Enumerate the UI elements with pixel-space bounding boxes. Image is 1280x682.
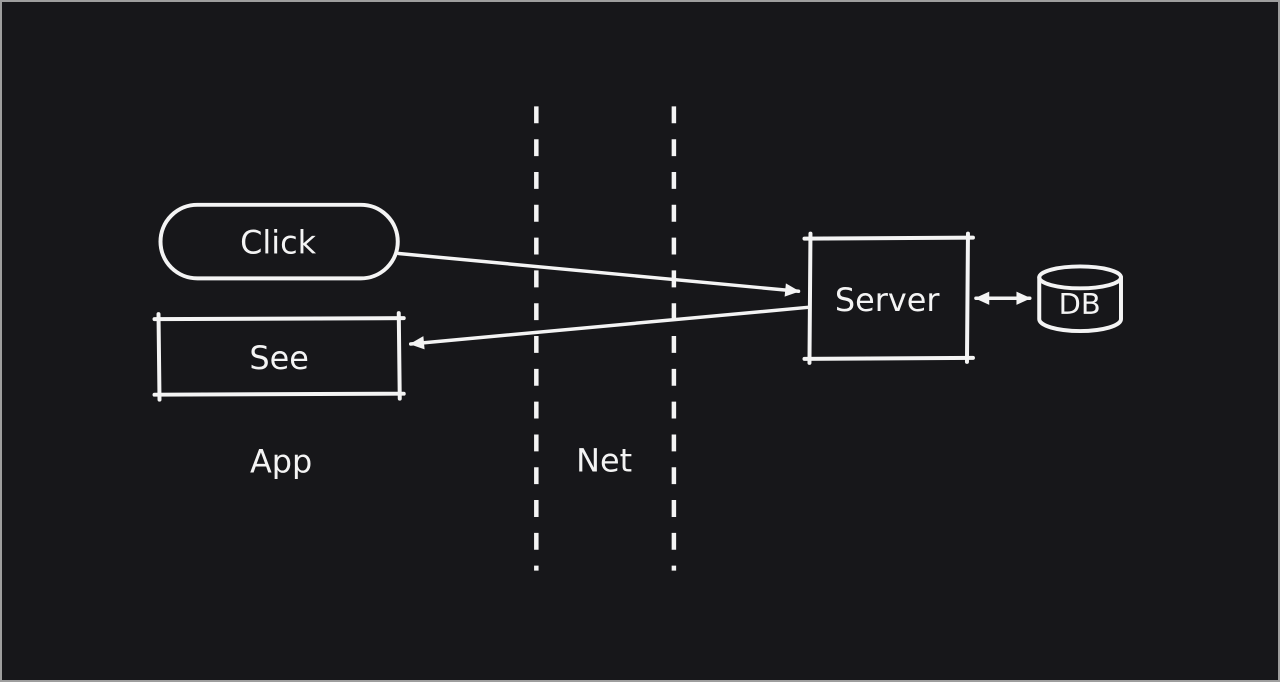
server-to-see-arrow[interactable] [408,305,812,350]
click-node[interactable]: Click [158,202,400,281]
see-node[interactable]: See [152,311,406,402]
db-node-label: DB [1059,287,1101,321]
app-zone-label[interactable]: App [250,442,312,480]
see-node-label: See [249,339,308,377]
server-node[interactable]: Server [802,231,975,365]
db-node[interactable]: DB [1037,264,1123,334]
server-node-label: Server [835,281,940,319]
click-to-server-arrow[interactable] [397,251,801,297]
click-node-label: Click [240,224,317,262]
net-zone-label[interactable]: Net [576,441,632,479]
